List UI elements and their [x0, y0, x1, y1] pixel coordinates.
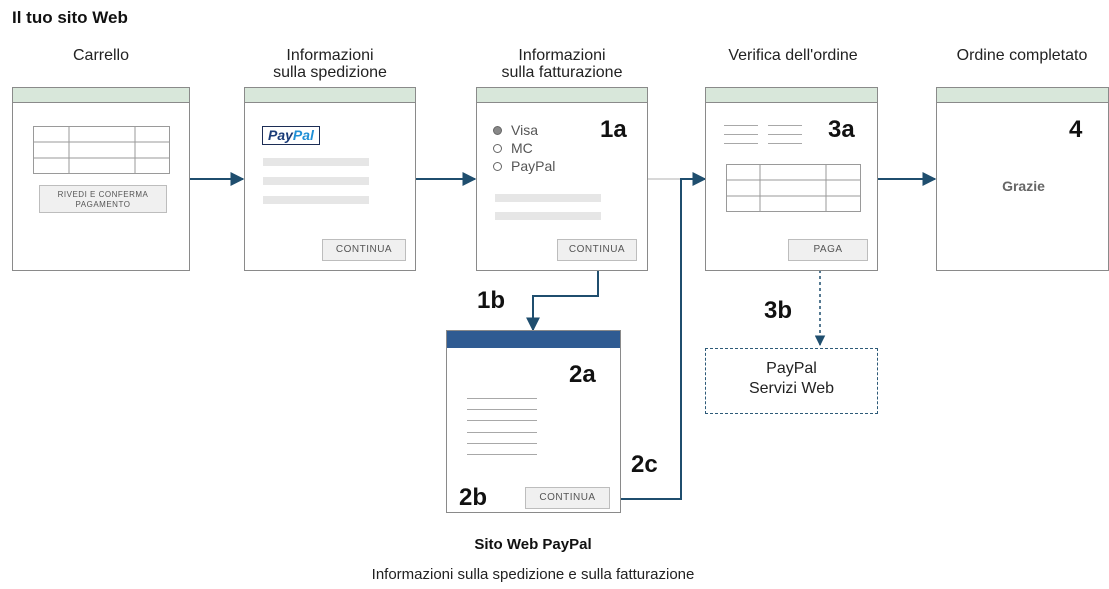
pay-button[interactable]: PAGA — [788, 239, 868, 261]
paypal-site-caption: Sito Web PayPal — [474, 536, 592, 553]
flow-label-2c: 2c — [631, 451, 658, 478]
placeholder-line — [263, 177, 369, 185]
step-number-2a: 2a — [569, 361, 596, 388]
placeholder-line — [263, 158, 369, 166]
text-line — [467, 420, 537, 421]
panel-header — [13, 88, 189, 103]
payment-option-mc[interactable]: MC — [493, 140, 533, 156]
review-confirm-payment-button[interactable]: RIVEDI E CONFERMA PAGAMENTO — [39, 185, 167, 213]
panel-review: 3a PAGA — [705, 87, 878, 271]
paypal-logo-pay: Pay — [268, 127, 293, 143]
text-line — [724, 143, 758, 144]
arrow-paypal-return — [620, 172, 707, 500]
text-line — [467, 454, 537, 455]
step-number-1a: 1a — [600, 116, 627, 143]
step-number-3a: 3a — [828, 116, 855, 143]
step-number-2b: 2b — [459, 484, 488, 511]
panel-header — [245, 88, 415, 103]
cart-table — [33, 126, 170, 174]
step-label-line: sulla fatturazione — [501, 64, 623, 81]
flow-label-3b: 3b — [764, 297, 793, 324]
continue-button[interactable]: CONTINUA — [322, 239, 406, 261]
text-line — [768, 134, 802, 135]
panel-cart: RIVEDI E CONFERMA PAGAMENTO — [12, 87, 190, 271]
paypal-logo: PayPal — [262, 126, 320, 145]
order-table — [726, 164, 861, 212]
placeholder-line — [495, 194, 601, 202]
radio-selected-icon — [493, 125, 502, 135]
step-label-line: Verifica dell'ordine — [728, 47, 858, 64]
text-line — [768, 143, 802, 144]
continue-button[interactable]: CONTINUA — [525, 487, 610, 509]
panel-complete: 4 Grazie — [936, 87, 1109, 271]
payment-option-visa[interactable]: Visa — [493, 122, 538, 138]
paypal-site-subcaption: Informazioni sulla spedizione e sulla fa… — [371, 566, 695, 583]
site-title: Il tuo sito Web — [12, 8, 128, 27]
text-line — [724, 134, 758, 135]
flow-label-1b: 1b — [477, 287, 506, 314]
option-label: Visa — [511, 122, 538, 138]
services-line: PayPal — [766, 360, 817, 377]
step-number-4: 4 — [1069, 116, 1083, 143]
panel-shipping: PayPal CONTINUA — [244, 87, 416, 271]
radio-icon — [493, 161, 502, 171]
panel-header — [477, 88, 647, 103]
placeholder-line — [263, 196, 369, 204]
services-line: Servizi Web — [748, 380, 835, 397]
step-label-cart: Carrello — [12, 47, 190, 64]
step-label-billing: Informazioni sulla fatturazione — [476, 47, 648, 81]
text-line — [467, 398, 537, 399]
step-label-line: Carrello — [72, 47, 129, 64]
panel-paypal-site: 2a 2b CONTINUA — [446, 330, 621, 513]
step-label-line: Informazioni — [286, 47, 374, 64]
text-line — [768, 125, 802, 126]
panel-header — [937, 88, 1108, 103]
continue-button[interactable]: CONTINUA — [557, 239, 637, 261]
arrow-billing-to-paypal — [526, 271, 599, 332]
paypal-logo-pal: Pal — [292, 127, 314, 143]
text-line — [724, 125, 758, 126]
panel-header — [447, 331, 620, 348]
step-label-line: sulla spedizione — [273, 64, 387, 81]
option-label: MC — [511, 140, 533, 156]
step-label-complete: Ordine completato — [936, 47, 1108, 64]
step-label-line: Ordine completato — [956, 47, 1088, 64]
step-label-line: Informazioni — [518, 47, 606, 64]
panel-billing: 1a Visa MC PayPal CONTINUA — [476, 87, 648, 271]
text-line — [467, 432, 537, 433]
placeholder-line — [495, 212, 601, 220]
button-label: RIVEDI E CONFERMA — [57, 190, 149, 199]
text-line — [467, 443, 537, 444]
step-label-shipping: Informazioni sulla spedizione — [244, 47, 416, 81]
panel-header — [706, 88, 877, 103]
thanks-message: Grazie — [1002, 178, 1045, 194]
radio-icon — [493, 143, 502, 153]
payment-option-paypal[interactable]: PayPal — [493, 158, 555, 174]
paypal-web-services: PayPal Servizi Web — [705, 348, 878, 414]
text-line — [467, 409, 537, 410]
button-label: PAGAMENTO — [75, 200, 131, 209]
option-label: PayPal — [511, 158, 556, 174]
step-label-review: Verifica dell'ordine — [700, 47, 886, 64]
